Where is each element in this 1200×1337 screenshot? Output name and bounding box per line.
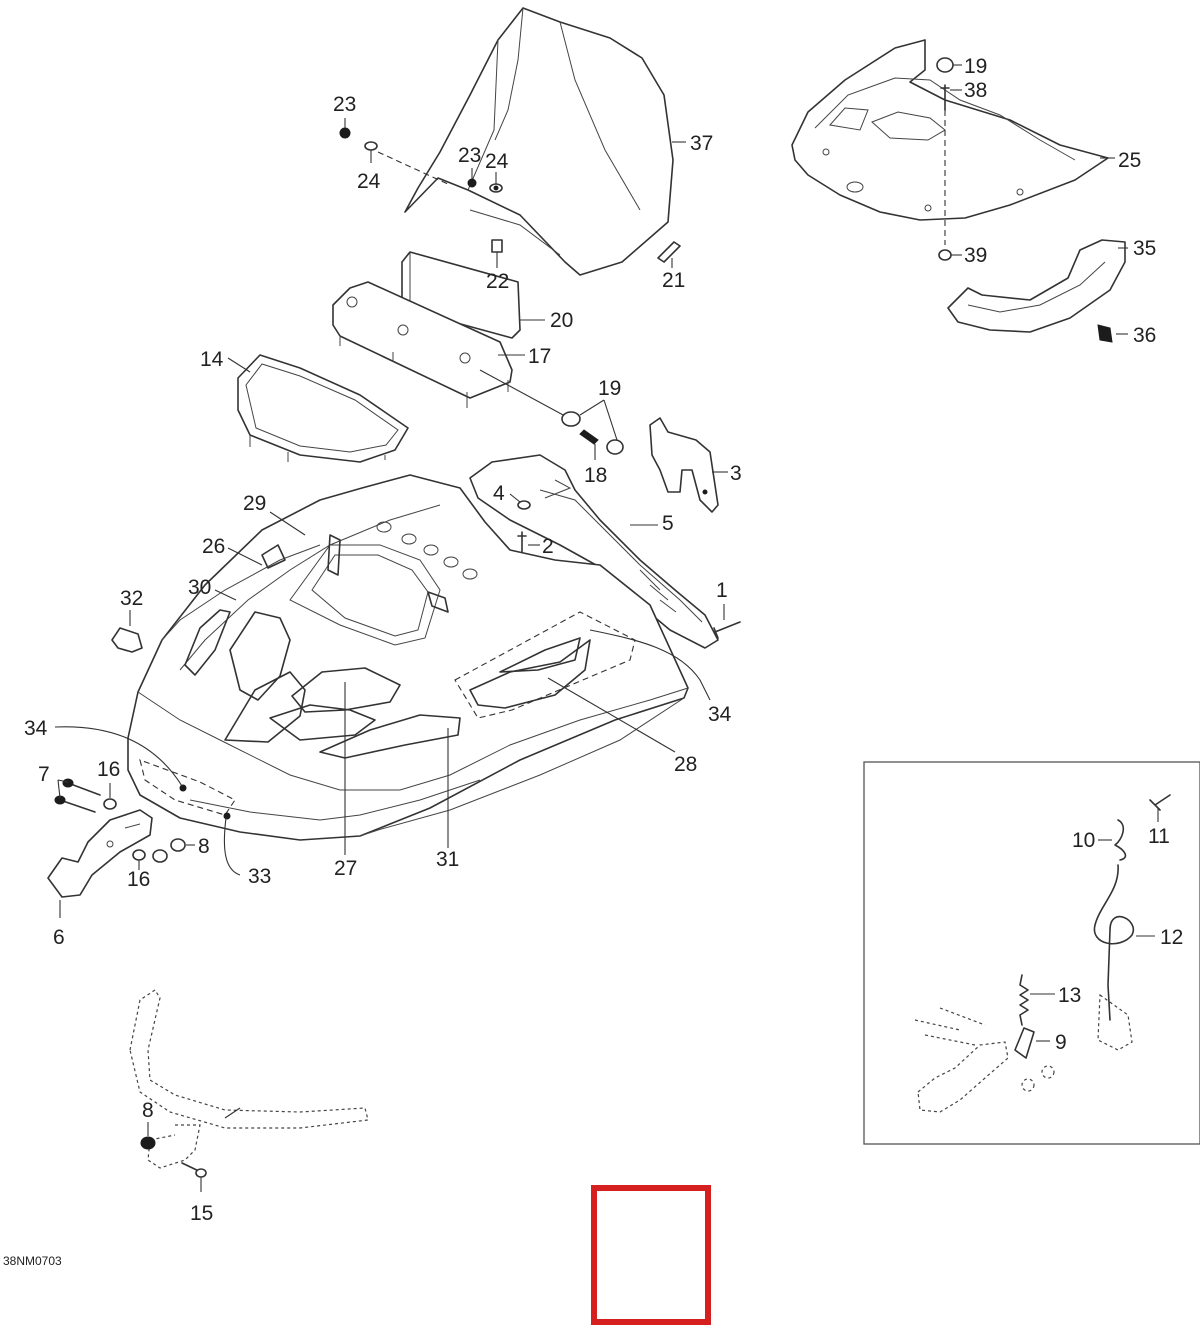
console-17	[332, 281, 566, 417]
callout-37: 37	[690, 132, 713, 155]
callout-23-left: 23	[333, 93, 356, 116]
bolt-7b	[54, 795, 96, 813]
callout-5: 5	[662, 512, 674, 535]
deflector-35	[947, 239, 1128, 333]
clip-32	[111, 610, 143, 653]
callout-22: 22	[486, 270, 509, 293]
callout-3: 3	[730, 462, 742, 485]
front-bumper-frame	[129, 989, 369, 1169]
grommet-19a	[561, 411, 581, 427]
callout-11: 11	[1148, 825, 1170, 848]
callout-29: 29	[243, 492, 266, 515]
nut-22	[491, 239, 503, 268]
callout-27: 27	[334, 857, 357, 880]
callout-16-top: 16	[97, 758, 120, 781]
callout-34-right: 34	[708, 703, 732, 726]
callout-2: 2	[542, 535, 554, 558]
callout-10: 10	[1072, 829, 1095, 852]
side-handle-5	[469, 454, 719, 649]
rivet-1	[713, 604, 741, 639]
callout-21: 21	[662, 269, 685, 292]
callout-34-left: 34	[24, 717, 48, 740]
screw-38	[940, 84, 962, 111]
washer-4	[509, 493, 531, 510]
screw-18	[579, 429, 599, 460]
bracket-3	[649, 417, 728, 513]
washer-16b	[132, 849, 146, 870]
bolt-15	[181, 1162, 207, 1192]
washer-24-center	[489, 172, 503, 193]
callout-24-center: 24	[485, 150, 509, 173]
callout-9: 9	[1055, 1031, 1067, 1054]
rivet-2	[517, 531, 540, 553]
callout-26: 26	[202, 535, 225, 558]
callout-19-center: 19	[598, 377, 621, 400]
callout-8-front: 8	[142, 1099, 154, 1122]
callout-8-bumper: 8	[198, 835, 210, 858]
hood-body	[127, 474, 689, 841]
callout-39: 39	[964, 244, 987, 267]
highlight-marker-square	[591, 1185, 711, 1325]
diagram-code: 38NM0703	[3, 1254, 62, 1268]
callout-36: 36	[1133, 324, 1156, 347]
grommet-19b	[606, 439, 624, 455]
callout-16-bottom: 16	[127, 868, 150, 891]
bumper-bracket-6	[47, 809, 153, 918]
detail-inset	[863, 761, 1200, 1145]
panel-14	[227, 354, 409, 463]
bolt-7a	[62, 778, 101, 796]
callout-24-left: 24	[357, 170, 381, 193]
callout-labels: 1 2 3 4 5 6 7 8 8 9 10 11 12 13 14 15 16…	[24, 55, 1183, 1225]
callout-12: 12	[1160, 926, 1183, 949]
nut-39	[938, 249, 962, 261]
callout-13: 13	[1058, 984, 1081, 1007]
grommet-19-top	[936, 57, 962, 73]
screw-23-center	[467, 168, 477, 188]
windshield	[404, 7, 674, 276]
callout-17: 17	[528, 345, 551, 368]
callout-30: 30	[188, 576, 211, 599]
callout-1: 1	[716, 579, 728, 602]
nut-8a	[152, 838, 195, 863]
clip-21	[657, 241, 681, 268]
callout-38: 38	[964, 79, 987, 102]
callout-7: 7	[38, 763, 50, 786]
callout-19-top: 19	[964, 55, 987, 78]
callout-33: 33	[248, 865, 271, 888]
callout-20: 20	[550, 309, 573, 332]
washer-16a	[103, 783, 117, 810]
callout-35: 35	[1133, 237, 1156, 260]
callout-32: 32	[120, 587, 143, 610]
callout-25: 25	[1118, 149, 1141, 172]
screw-23-left	[339, 118, 351, 139]
callout-14: 14	[200, 348, 224, 371]
washer-24-left	[364, 141, 378, 163]
callout-23-center: 23	[458, 144, 481, 167]
callout-28: 28	[674, 753, 697, 776]
callout-18: 18	[584, 464, 607, 487]
callout-31: 31	[436, 848, 459, 871]
callout-15: 15	[190, 1202, 213, 1225]
callout-4: 4	[493, 482, 505, 505]
callout-6: 6	[53, 926, 65, 949]
nut-8b	[140, 1122, 156, 1150]
screw-36	[1097, 324, 1128, 343]
